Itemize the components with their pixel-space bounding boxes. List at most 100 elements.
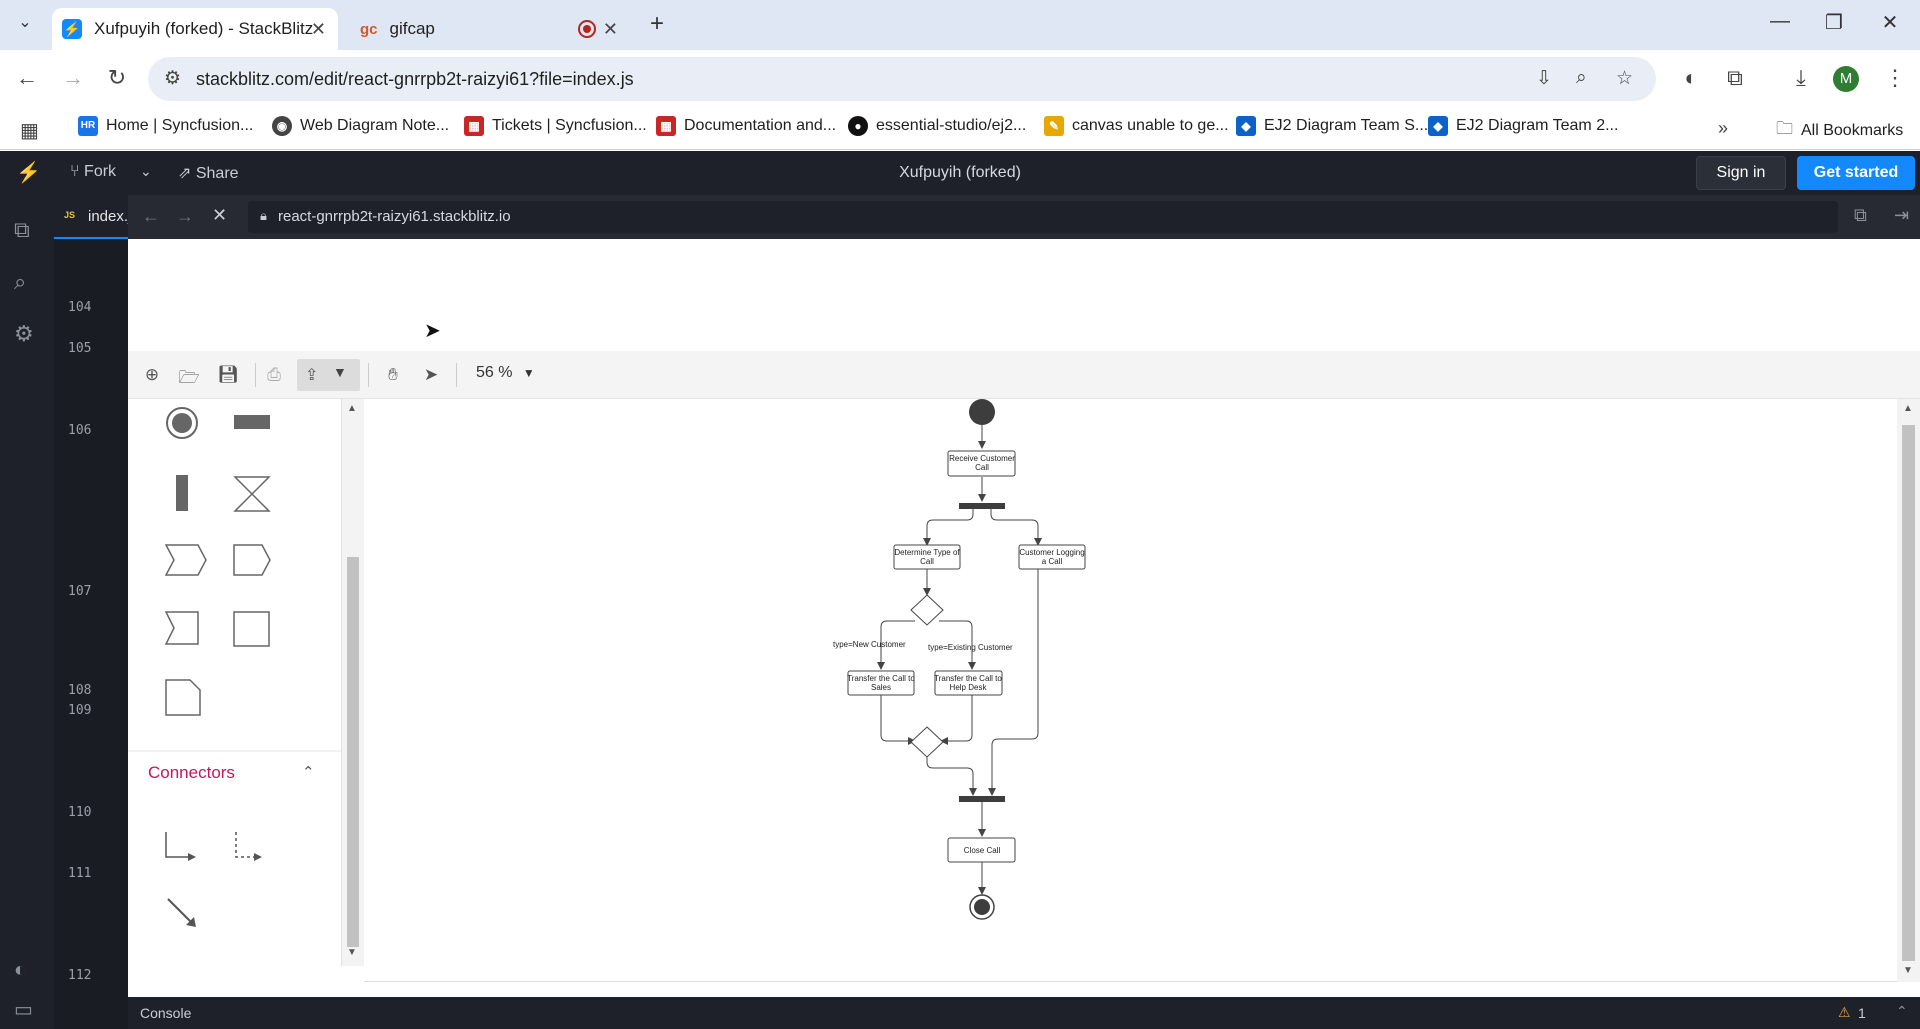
menu-icon[interactable]: ⋮ [1884, 65, 1906, 90]
action-transfer-sales[interactable]: Transfer the Call to Sales [847, 670, 915, 696]
action-transfer-helpdesk[interactable]: Transfer the Call to Help Desk [934, 670, 1003, 696]
bookmark-item[interactable]: ✎canvas unable to ge... [1044, 116, 1229, 136]
bookmark-item[interactable]: ◉Web Diagram Note... [272, 116, 449, 136]
action-determine-type[interactable]: Determine Type of Call [893, 544, 961, 570]
get-started-button[interactable]: Get started [1797, 156, 1915, 190]
select-tool-icon[interactable]: ➤ [423, 365, 439, 384]
bookmark-item[interactable]: ◆EJ2 Diagram Team S... [1236, 116, 1428, 136]
scroll-down-icon[interactable]: ▼ [1903, 965, 1913, 976]
preview-forward-icon[interactable]: → [176, 206, 194, 226]
palette-flag-shape[interactable] [164, 611, 199, 645]
palette-pentagon-shape[interactable] [233, 544, 271, 576]
join-bar[interactable] [959, 796, 1005, 802]
extensions-puzzle-icon[interactable]: ⧉ [1727, 65, 1743, 90]
close-tab-icon[interactable]: ✕ [310, 19, 326, 39]
close-preview-icon[interactable]: ⇥ [1894, 205, 1910, 225]
open-new-window-icon[interactable]: ⧉ [1854, 205, 1867, 225]
open-icon[interactable]: 🗁 [178, 368, 200, 387]
file-tab[interactable]: JS index.j [54, 195, 131, 239]
scrollbar-thumb[interactable] [347, 557, 359, 947]
bookmark-item[interactable]: ▦Documentation and... [656, 116, 836, 136]
stackblitz-icon: ⚡ [62, 19, 82, 39]
search-icon[interactable]: ⌕ [14, 269, 27, 294]
forward-icon[interactable]: → [62, 65, 84, 90]
zoom-icon[interactable]: ⌕ [1576, 67, 1587, 88]
bookmark-star-icon[interactable]: ☆ [1616, 68, 1634, 89]
site-info-icon[interactable]: ⚙ [164, 68, 182, 89]
avatar[interactable]: M [1833, 66, 1859, 92]
minimize-icon[interactable]: — [1770, 10, 1790, 32]
palette-horizontal-bar-shape[interactable] [234, 415, 270, 429]
preview-back-icon[interactable]: ← [142, 206, 160, 226]
apps-icon[interactable]: ▦ [20, 120, 39, 142]
connectors-header[interactable]: Connectors [148, 763, 235, 782]
settings-gear-icon[interactable]: ⚙ [14, 321, 34, 346]
final-node[interactable] [969, 894, 995, 920]
bookmark-item[interactable]: ●essential-studio/ej2... [848, 116, 1026, 136]
download-icon[interactable]: ⤓ [1796, 65, 1806, 90]
restore-icon[interactable]: ❐ [1825, 12, 1843, 34]
scroll-down-icon[interactable]: ▼ [347, 947, 357, 958]
bookmark-item[interactable]: ▦Tickets | Syncfusion... [464, 116, 647, 136]
palette-scrollbar[interactable]: ▲ ▼ [342, 399, 364, 966]
scrollbar-thumb[interactable] [1902, 425, 1915, 961]
zoom-dropdown[interactable]: 56 % ▼ [476, 364, 535, 382]
scroll-up-icon[interactable]: ▲ [347, 403, 357, 414]
diagram-canvas[interactable]: Receive Customer Call Determine Type of … [364, 399, 1897, 982]
new-tab-button[interactable]: + [650, 10, 665, 37]
more-bookmarks-icon[interactable]: » [1718, 118, 1729, 138]
palette-note-shape[interactable] [165, 679, 201, 716]
scroll-up-icon[interactable]: ▲ [1903, 403, 1913, 414]
decision-node[interactable] [910, 594, 944, 626]
preview-url-field[interactable]: 🔒︎ react-gnrrpb2t-raizyi61.stackblitz.io [248, 201, 1838, 233]
all-bookmarks[interactable]: 🗀All Bookmarks [1776, 116, 1903, 145]
bookmark-item[interactable]: ◆EJ2 Diagram Team 2... [1428, 116, 1618, 136]
close-window-icon[interactable]: ✕ [1881, 12, 1899, 34]
theme-toggle-icon[interactable]: ◐ [14, 959, 27, 981]
canvas-scrollbar[interactable]: ▲ ▼ [1897, 399, 1920, 982]
palette-dashed-connector[interactable] [235, 832, 254, 858]
tab-title: Xufpuyih (forked) - StackBlitz [94, 19, 314, 38]
extension-icon[interactable]: ◐ [1684, 65, 1698, 90]
code-editor[interactable]: JS index.j 104 105 106 107 108 109 110 1… [54, 195, 131, 1029]
address-bar[interactable]: ⚙ stackblitz.com/edit/react-gnrrpb2t-rai… [148, 57, 1656, 101]
initial-node[interactable] [969, 399, 995, 425]
fork-dropdown-icon[interactable]: ⌄ [140, 163, 152, 179]
new-diagram-icon[interactable]: ⊕ [144, 365, 160, 384]
reload-icon[interactable]: ↻ [107, 65, 127, 90]
merge-node[interactable] [910, 726, 944, 758]
panel-toggle-icon[interactable]: ▭ [14, 999, 33, 1021]
expand-console-icon[interactable]: ⌃ [1896, 1003, 1908, 1019]
collapse-chevron-icon[interactable]: ⌃ [302, 764, 315, 781]
stackblitz-logo-icon[interactable]: ⚡ [16, 162, 41, 184]
back-icon[interactable]: ← [16, 65, 38, 90]
console-bar[interactable]: Console ⚠ 1 ⌃ [128, 997, 1920, 1029]
share-button[interactable]: ⇗ Share [178, 165, 239, 182]
palette-hourglass-shape[interactable] [233, 476, 271, 512]
print-icon[interactable]: ⎙ [267, 365, 281, 384]
close-tab-icon[interactable]: ✕ [602, 19, 618, 39]
export-dropdown[interactable]: ⇪ ▼ [297, 359, 360, 391]
action-customer-logging[interactable]: Customer Logging a Call [1018, 544, 1086, 570]
fork-bar[interactable] [959, 503, 1005, 509]
tab-gifcap[interactable]: gc gifcap ✕ [350, 8, 630, 50]
palette-vertical-bar-shape[interactable] [176, 475, 188, 511]
chevron-down-icon: ▼ [522, 366, 535, 380]
tab-stackblitz[interactable]: ⚡ Xufpuyih (forked) - StackBlitz ✕ [52, 8, 338, 50]
preview-stop-icon[interactable]: ✕ [212, 205, 228, 225]
sign-in-button[interactable]: Sign in [1696, 156, 1786, 190]
palette-rectangle-shape[interactable] [233, 611, 270, 647]
files-icon[interactable]: ⧉ [14, 217, 30, 242]
save-icon[interactable]: 💾︎ [217, 365, 239, 384]
fork-button[interactable]: ⑂ Fork [70, 163, 117, 180]
palette-start-node-shape[interactable] [166, 407, 198, 439]
palette-straight-connector[interactable] [167, 898, 193, 924]
palette-chevron-shape[interactable] [164, 544, 207, 576]
tab-search-button[interactable]: ⌄ [18, 14, 32, 31]
pan-tool-icon[interactable]: ✋︎ [388, 365, 398, 384]
palette-orthogonal-connector[interactable] [165, 832, 188, 858]
action-receive-call[interactable]: Receive Customer Call [947, 450, 1016, 477]
install-icon[interactable]: ⇩ [1536, 68, 1552, 89]
action-close-call[interactable]: Close Call [947, 837, 1016, 863]
